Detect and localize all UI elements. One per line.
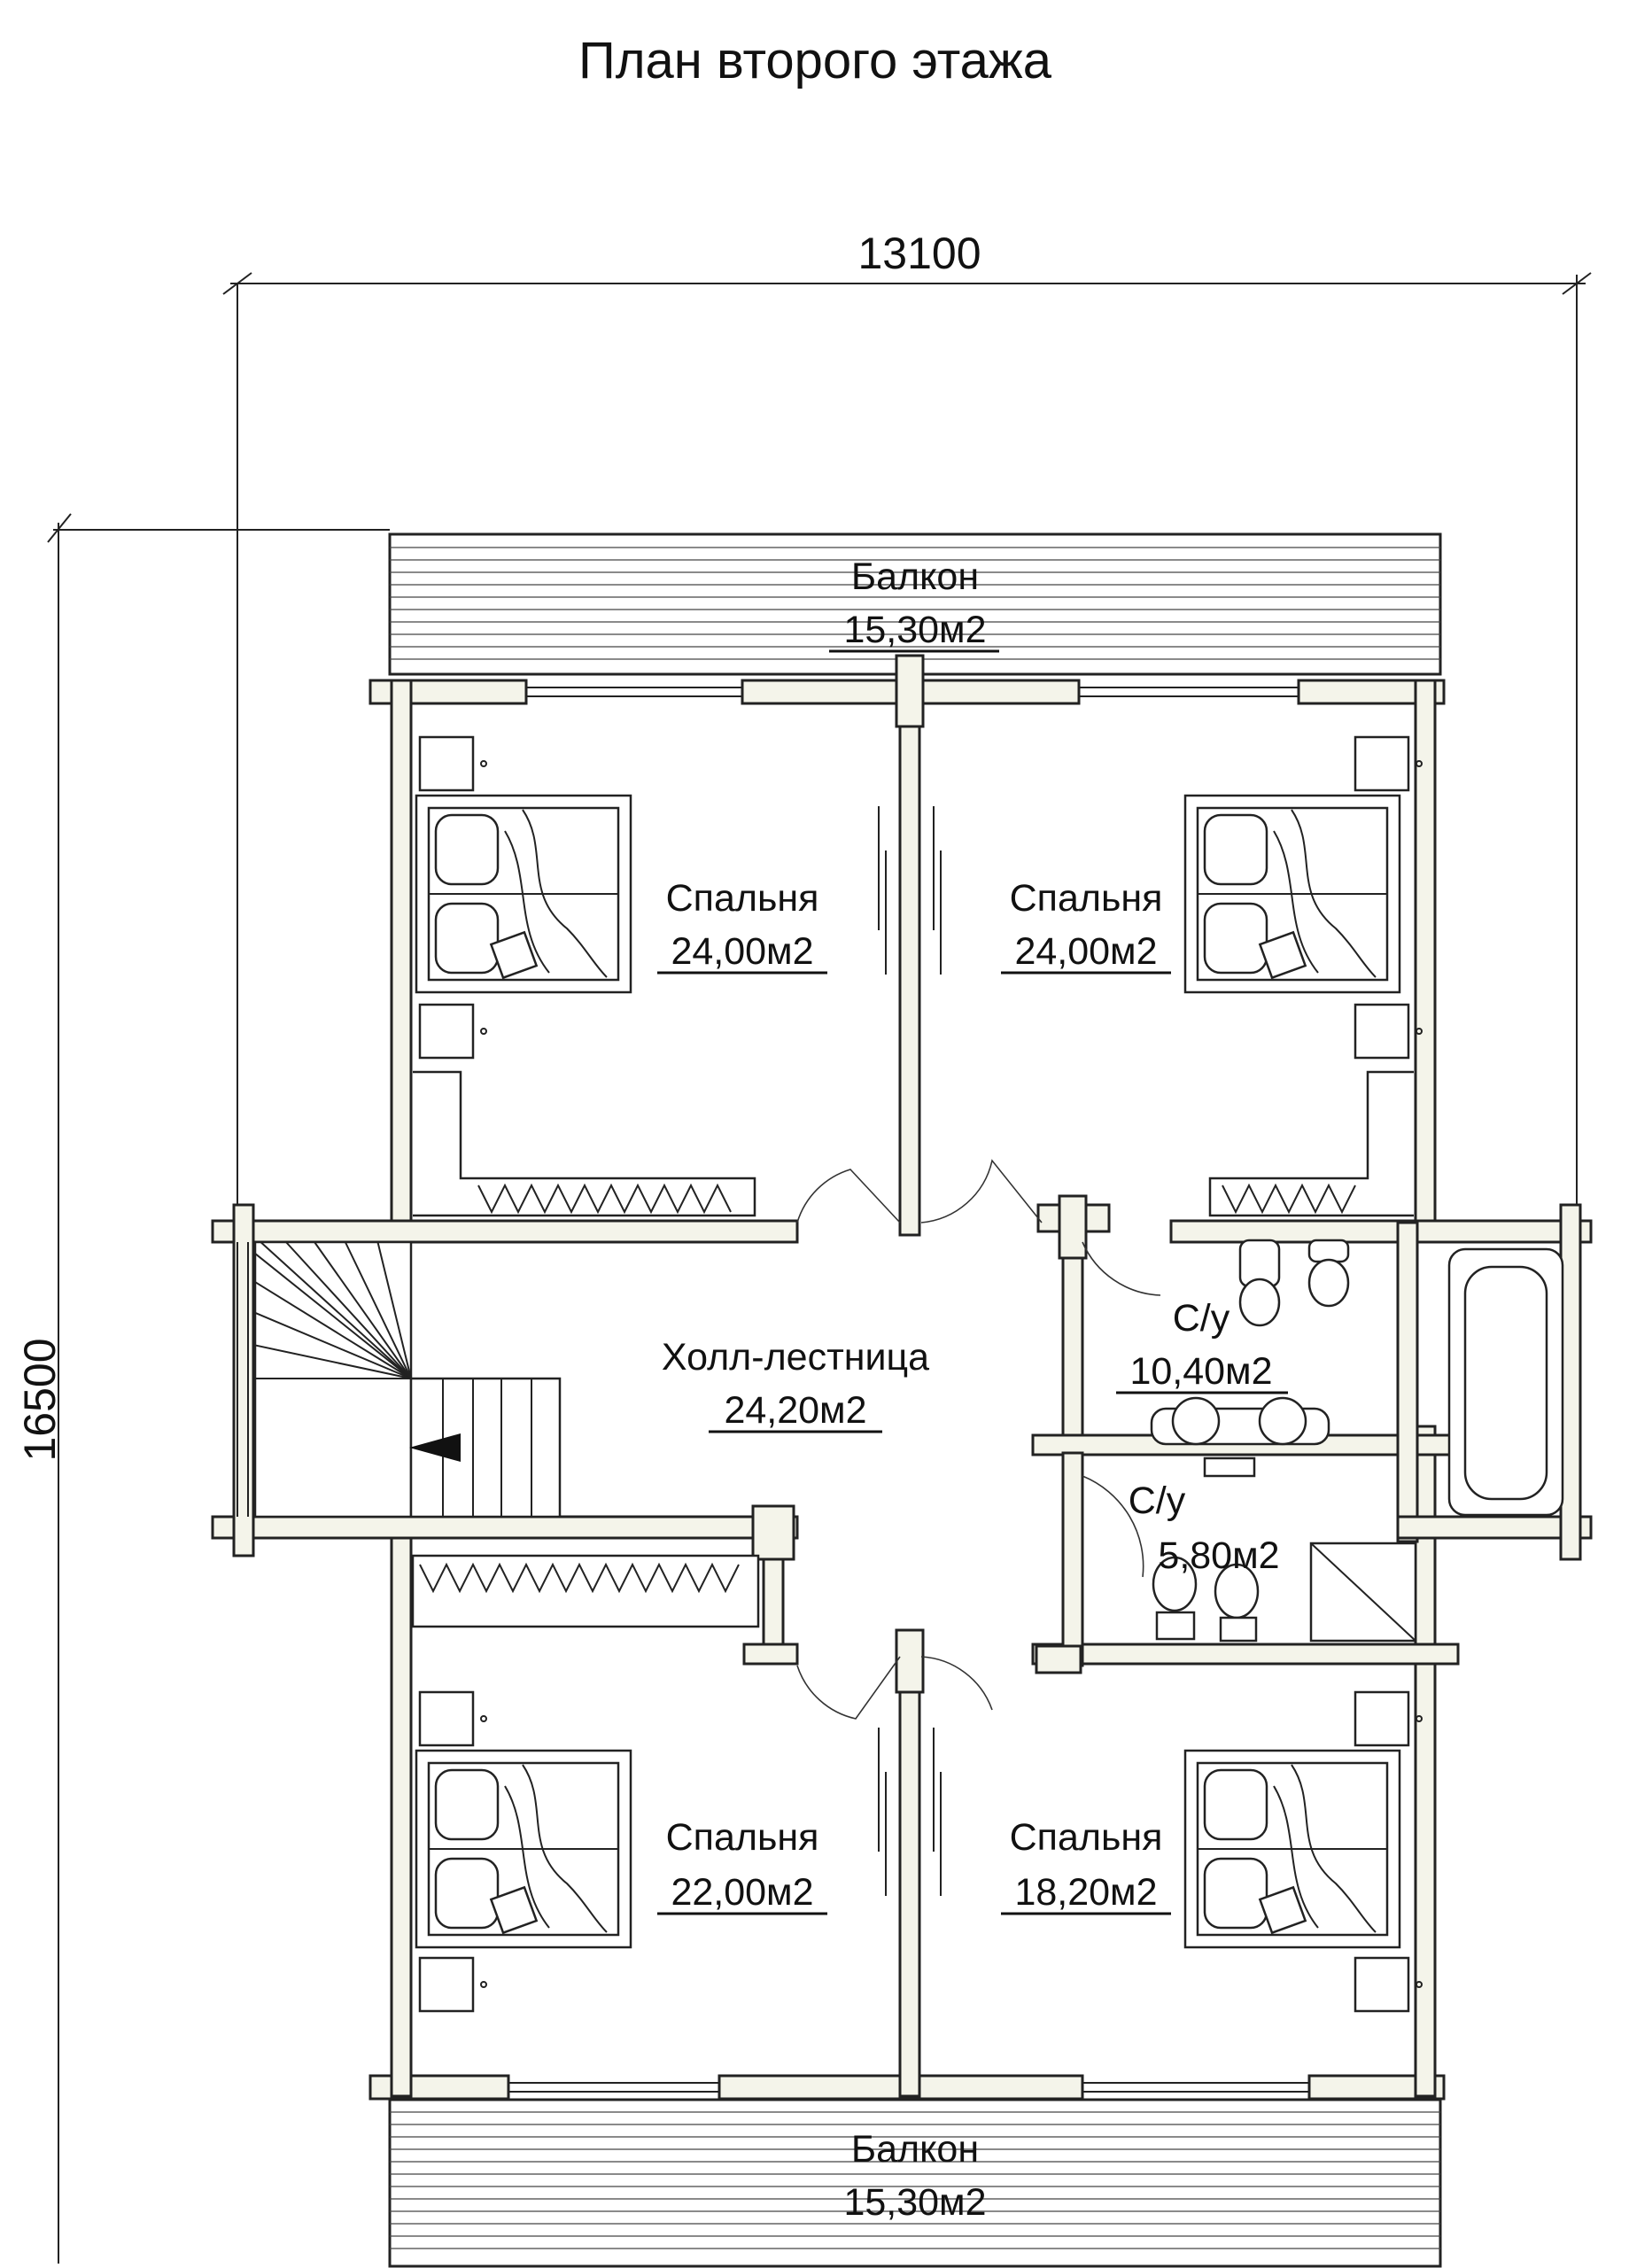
room-label-bathroom-small: С/у 5,80м2: [1129, 1480, 1280, 1577]
height-dimension: [47, 513, 390, 2264]
bed-bottom-left: [415, 1749, 632, 1949]
svg-text:15,30м2: 15,30м2: [843, 2181, 986, 2224]
svg-text:Балкон: Балкон: [851, 555, 979, 598]
windows: [237, 687, 1309, 2093]
room-label-hall-stairs: Холл-лестница 24,20м2: [662, 1336, 929, 1433]
bed-bottom-right: [1183, 1749, 1401, 1949]
svg-text:24,20м2: 24,20м2: [724, 1389, 866, 1432]
stair-step-line: [285, 1241, 412, 1379]
svg-text:24,00м2: 24,00м2: [671, 930, 813, 973]
svg-text:15,30м2: 15,30м2: [843, 609, 986, 651]
wardrobes: [411, 1070, 1414, 1628]
svg-text:24,00м2: 24,00м2: [1014, 930, 1157, 973]
svg-text:Холл-лестница: Холл-лестница: [662, 1336, 929, 1379]
svg-text:Спальня: Спальня: [666, 1816, 819, 1859]
room-label-bedroom-bottom-right: Спальня 18,20м2: [1001, 1816, 1171, 1915]
svg-text:18,20м2: 18,20м2: [1014, 1871, 1157, 1914]
svg-text:22,00м2: 22,00м2: [671, 1871, 813, 1914]
svg-text:5,80м2: 5,80м2: [1158, 1534, 1279, 1577]
stair-step-line: [254, 1281, 412, 1379]
svg-text:Балкон: Балкон: [851, 2128, 979, 2171]
stair-step-line: [254, 1253, 412, 1379]
stair-step-line: [314, 1241, 412, 1379]
svg-text:Спальня: Спальня: [666, 877, 819, 920]
svg-text:10,40м2: 10,40м2: [1129, 1350, 1272, 1393]
room-label-bathroom-large: С/у 10,40м2: [1116, 1297, 1288, 1394]
svg-text:С/у: С/у: [1173, 1297, 1230, 1340]
staircase: [253, 1240, 562, 1518]
svg-text:Спальня: Спальня: [1010, 877, 1163, 920]
plan-title: План второго этажа: [578, 32, 1052, 89]
room-label-bedroom-bottom-left: Спальня 22,00м2: [657, 1816, 827, 1915]
stair-step-line: [344, 1241, 412, 1379]
svg-text:С/у: С/у: [1129, 1480, 1186, 1522]
bed-top-right: [1183, 794, 1401, 994]
log-walls: [211, 654, 1593, 2101]
bathroom-fixtures: [1150, 1239, 1564, 1643]
room-label-bedroom-top-right: Спальня 24,00м2: [1001, 877, 1171, 975]
height-dimension-label: 16500: [15, 1338, 65, 1461]
stair-step-line: [260, 1241, 412, 1379]
balcony-bottom-deck: [388, 2098, 1442, 2268]
swing-doors: [796, 1159, 1161, 1720]
stair-step-line: [254, 1311, 412, 1379]
sliding-doors: [878, 806, 942, 1896]
width-dimension-label: 13100: [857, 229, 981, 278]
room-label-balcony-bottom: Балкон 15,30м2: [843, 2128, 986, 2224]
room-label-balcony-top: Балкон 15,30м2: [829, 555, 999, 653]
room-label-bedroom-top-left: Спальня 24,00м2: [657, 877, 827, 975]
svg-text:Спальня: Спальня: [1010, 1816, 1163, 1859]
stair-step-line: [254, 1344, 412, 1379]
stair-step-line: [376, 1241, 412, 1379]
bed-top-left: [415, 794, 632, 994]
